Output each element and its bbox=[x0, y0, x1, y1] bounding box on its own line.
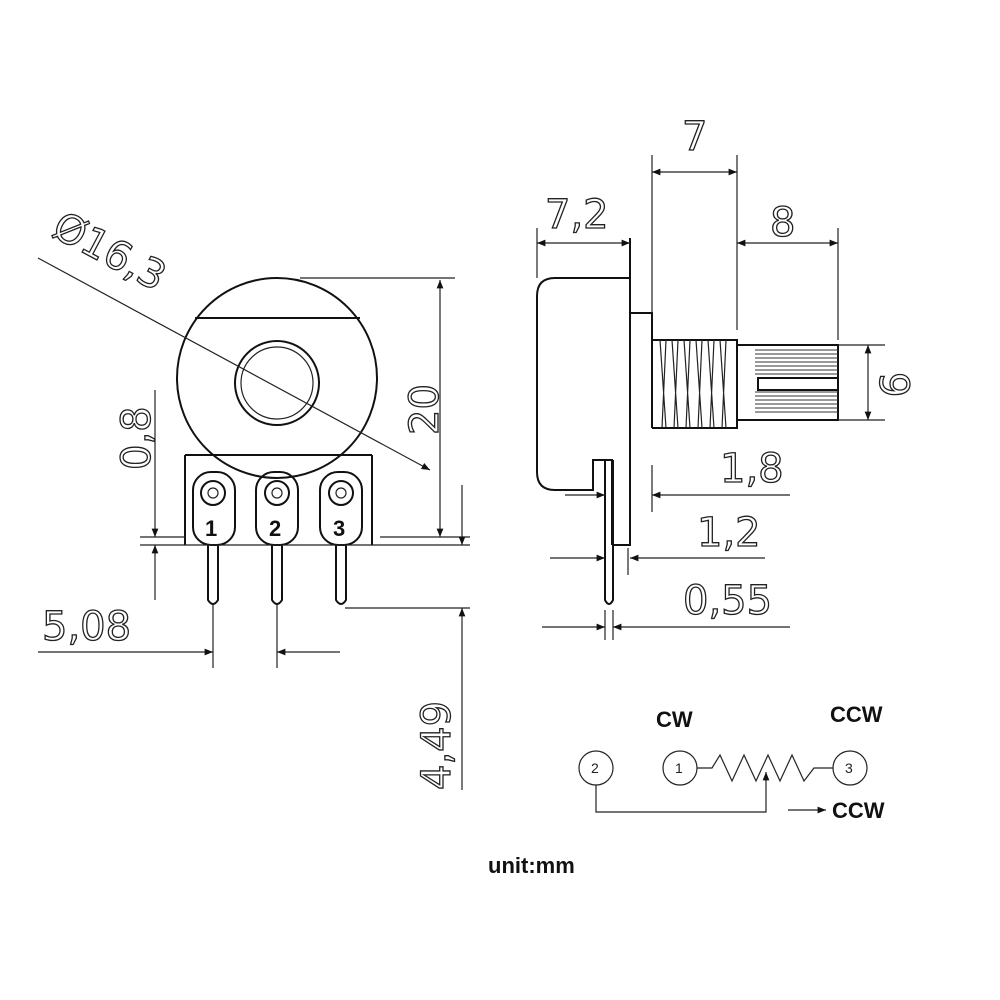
shaft-length-label: 8 bbox=[770, 200, 795, 246]
schematic: 2 1 3 CW CCW CCW bbox=[578, 702, 885, 823]
knurled-shaft bbox=[737, 344, 839, 421]
pin-length-label: 4,49 bbox=[414, 701, 460, 790]
diameter-dimension-line bbox=[37, 257, 431, 471]
unit-label: unit:mm bbox=[488, 853, 575, 878]
node-3-label: 3 bbox=[845, 760, 853, 776]
body-depth-label: 7,2 bbox=[545, 192, 609, 238]
pin-label-2: 2 bbox=[269, 516, 281, 541]
shaft-diameter-label: 9 bbox=[870, 372, 916, 397]
thread bbox=[659, 339, 727, 429]
front-view: 1 2 3 Ø16,3 20 0,8 5,08 4,49 bbox=[37, 203, 470, 791]
housing bbox=[536, 277, 630, 545]
offset-label: 0,8 bbox=[114, 406, 160, 470]
terminals: 1 2 3 bbox=[192, 471, 363, 546]
pin-pitch-label: 5,08 bbox=[42, 604, 131, 650]
bushing-length-label: 7 bbox=[682, 114, 707, 160]
ccw-label: CCW bbox=[830, 702, 883, 727]
side-pin bbox=[604, 460, 614, 605]
height-label: 20 bbox=[402, 384, 448, 435]
knurl-lines bbox=[755, 349, 838, 413]
bushing bbox=[612, 238, 738, 546]
shaft-hole bbox=[234, 340, 320, 426]
dim-1-8-label: 1,8 bbox=[720, 446, 784, 492]
shaft-hole-inner bbox=[240, 346, 314, 420]
dim-0-55-label: 0,55 bbox=[683, 578, 772, 624]
cw-label: CW bbox=[656, 707, 693, 732]
bracket bbox=[184, 454, 373, 545]
node-1-label: 1 bbox=[675, 760, 683, 776]
pins bbox=[207, 545, 347, 605]
diameter-label: Ø16,3 bbox=[45, 203, 173, 300]
pin-label-3: 3 bbox=[333, 516, 345, 541]
body-outline bbox=[176, 277, 378, 479]
wiper-line bbox=[595, 772, 770, 813]
node-2-label: 2 bbox=[591, 760, 599, 776]
wiper-ccw-label: CCW bbox=[832, 798, 885, 823]
dim-1-2-label: 1,2 bbox=[697, 510, 761, 556]
resistor-zigzag bbox=[697, 753, 833, 783]
pin-label-1: 1 bbox=[205, 516, 217, 541]
side-view: 7 7,2 8 9 1,8 1,2 0,55 bbox=[536, 113, 917, 640]
